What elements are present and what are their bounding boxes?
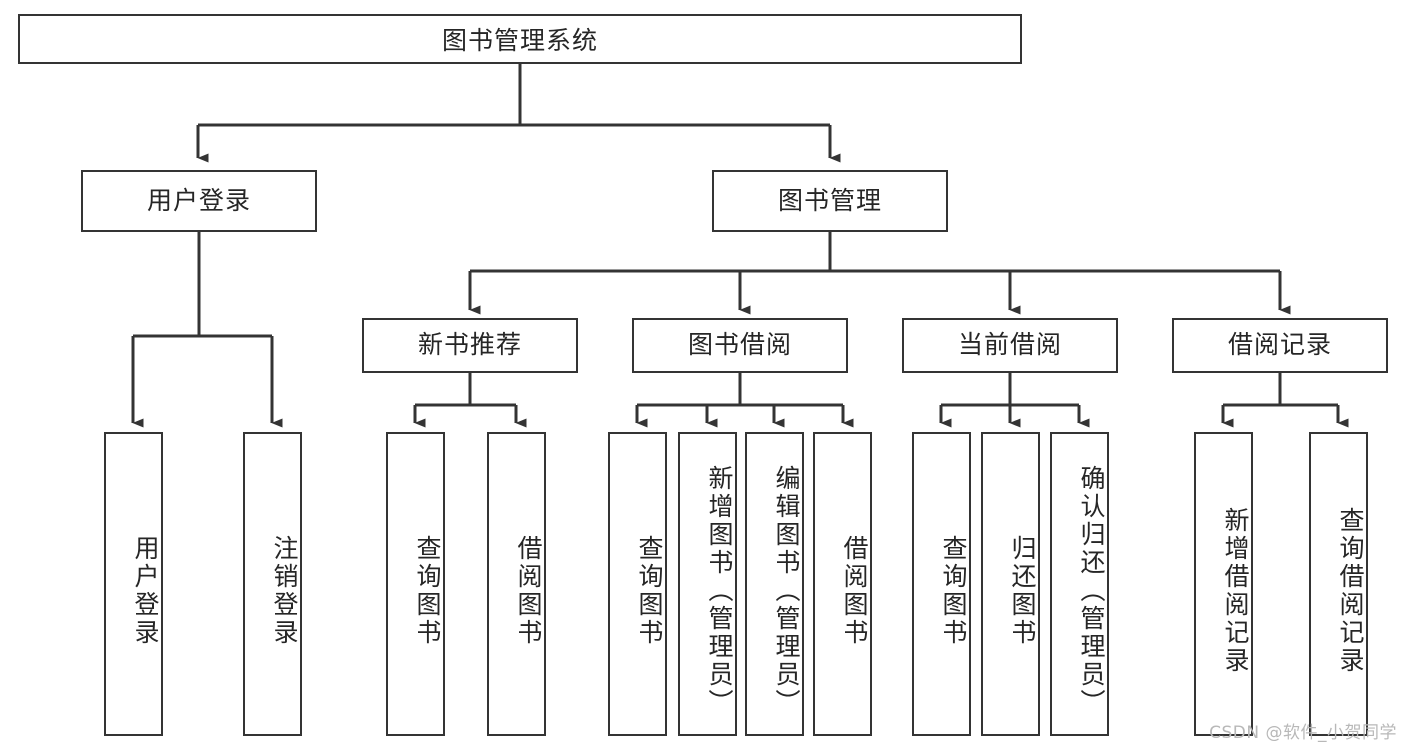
leaf-current-query-book[interactable]: 查询图书 <box>912 432 971 736</box>
leaf-label: 注销登录 <box>270 535 299 647</box>
leaf-label: 借阅图书 <box>514 535 543 647</box>
node-book-management[interactable]: 图书管理 <box>712 170 948 232</box>
node-borrow-record[interactable]: 借阅记录 <box>1172 318 1388 373</box>
leaf-recommend-query-book[interactable]: 查询图书 <box>386 432 445 736</box>
leaf-label: 查询图书 <box>939 535 968 647</box>
leaf-borrow-borrow-book[interactable]: 借阅图书 <box>813 432 872 736</box>
leaf-label: 编辑图书（管理员） <box>772 465 801 717</box>
leaf-record-add-record[interactable]: 新增借阅记录 <box>1194 432 1253 736</box>
leaf-user-login-logout[interactable]: 注销登录 <box>243 432 302 736</box>
leaf-label: 归还图书 <box>1008 535 1037 647</box>
leaf-borrow-add-book-admin[interactable]: 新增图书（管理员） <box>678 432 737 736</box>
leaf-label: 用户登录 <box>131 535 160 647</box>
leaf-recommend-borrow-book[interactable]: 借阅图书 <box>487 432 546 736</box>
leaf-label: 查询图书 <box>413 535 442 647</box>
node-current-borrow[interactable]: 当前借阅 <box>902 318 1118 373</box>
leaf-borrow-edit-book-admin[interactable]: 编辑图书（管理员） <box>745 432 804 736</box>
csdn-watermark: CSDN @软件_小贺同学 <box>1209 723 1397 743</box>
leaf-current-confirm-return-admin[interactable]: 确认归还（管理员） <box>1050 432 1109 736</box>
node-root-system[interactable]: 图书管理系统 <box>18 14 1022 64</box>
leaf-label: 查询图书 <box>635 535 664 647</box>
leaf-label: 确认归还（管理员） <box>1077 465 1106 717</box>
leaf-label: 新增图书（管理员） <box>705 465 734 717</box>
leaf-label: 查询借阅记录 <box>1336 507 1365 675</box>
leaf-label: 新增借阅记录 <box>1221 507 1250 675</box>
node-new-book-recommend[interactable]: 新书推荐 <box>362 318 578 373</box>
leaf-label: 借阅图书 <box>840 535 869 647</box>
leaf-borrow-query-book[interactable]: 查询图书 <box>608 432 667 736</box>
node-book-borrow[interactable]: 图书借阅 <box>632 318 848 373</box>
leaf-user-login-login[interactable]: 用户登录 <box>104 432 163 736</box>
leaf-record-query-record[interactable]: 查询借阅记录 <box>1309 432 1368 736</box>
node-user-login[interactable]: 用户登录 <box>81 170 317 232</box>
leaf-current-return-book[interactable]: 归还图书 <box>981 432 1040 736</box>
